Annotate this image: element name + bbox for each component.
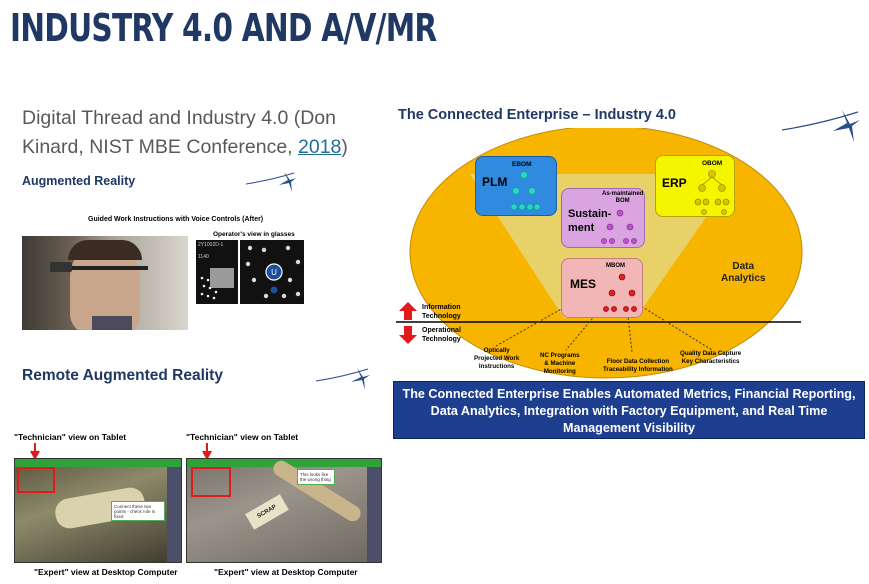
- logo-icon: [316, 368, 370, 390]
- data-analytics-1: Data: [732, 261, 755, 272]
- glasses-view-right: U: [240, 240, 304, 304]
- leaf-3b: Traceability Information: [603, 366, 673, 373]
- erp-box: OBOM ERP: [655, 155, 735, 217]
- plm-box: EBOM PLM: [475, 156, 557, 216]
- plm-label: PLM: [482, 175, 508, 189]
- as-maintained-1: As-maintained: [602, 191, 644, 197]
- enterprise-diagram: [396, 128, 803, 379]
- mbom-label: MBOM: [606, 263, 625, 269]
- leaf-3a: Floor Data Collection: [606, 358, 670, 365]
- note-2: This looks like the wrong thing: [297, 469, 335, 485]
- it-ot-arrows-icon: [399, 302, 417, 344]
- as-maintained-2: BOM: [615, 198, 630, 204]
- operator-photo: [22, 236, 188, 330]
- tech-label-2: "Technician" view on Tablet: [186, 432, 299, 442]
- leaf-2c: Monitoring: [543, 368, 576, 375]
- connected-enterprise-banner: The Connected Enterprise Enables Automat…: [393, 381, 865, 439]
- sustainment-label: Sustain-ment: [568, 207, 611, 235]
- arrow-down-icon: [202, 443, 212, 459]
- expert-label-1: "Expert" view at Desktop Computer: [34, 567, 178, 577]
- glasses-num: 1140: [198, 254, 209, 260]
- leaf-1c: Instructions: [478, 363, 515, 370]
- leaf-4b: Key Characteristics: [681, 358, 740, 365]
- subtitle-text: Digital Thread and Industry 4.0 (Don Kin…: [22, 107, 336, 158]
- diagram-title: The Connected Enterprise – Industry 4.0: [398, 107, 676, 123]
- leaf-1a: Optically: [483, 347, 510, 354]
- tree-icon: [603, 273, 637, 312]
- tree-icon: [510, 171, 540, 211]
- logo-icon: [246, 172, 296, 192]
- subtitle: Digital Thread and Industry 4.0 (Don Kin…: [22, 104, 372, 162]
- leaf-2a: NC Programs: [540, 352, 580, 359]
- mes-box: MBOM MES: [561, 258, 643, 318]
- dot-grid-icon: U: [245, 245, 301, 299]
- ot-2: Technology: [422, 336, 461, 343]
- tablet-toolbar: [15, 459, 181, 467]
- tree-icon: [601, 209, 637, 244]
- arrow-down-icon: [30, 443, 40, 459]
- tablet-sidebar: [367, 467, 381, 562]
- data-analytics-2: Analytics: [721, 273, 766, 284]
- inset-highlight: [17, 467, 55, 493]
- ot-1: Operational: [422, 327, 461, 334]
- erp-label: ERP: [662, 176, 687, 190]
- tablet-view-2: SCRAP This looks like the wrong thing: [186, 458, 382, 563]
- subtitle-end: ): [341, 136, 348, 158]
- sustain-1: Sustain-: [568, 208, 612, 220]
- inset-highlight: [191, 467, 231, 497]
- expert-label-2: "Expert" view at Desktop Computer: [214, 567, 358, 577]
- sustain-2: ment: [568, 222, 595, 234]
- glasses-view-left: 2Y1002D-1 1140: [196, 240, 238, 304]
- logo-icon: [782, 110, 860, 142]
- it-1: Information: [422, 304, 461, 311]
- ar-heading: Augmented Reality: [22, 174, 136, 188]
- glasses-caption: Operator's view in glasses: [213, 231, 295, 238]
- glasses-code: 2Y1002D-1: [198, 242, 224, 248]
- leaf-4a: Quality Data Capture: [680, 350, 742, 357]
- tablet-sidebar: [167, 467, 181, 562]
- ebom-label: EBOM: [512, 161, 532, 168]
- ar-caption: Guided Work Instructions with Voice Cont…: [88, 216, 264, 223]
- leaf-1b: Projected Work: [474, 355, 520, 362]
- tablet-view-1: Connect these two points - check role is…: [14, 458, 182, 563]
- year-link[interactable]: 2018: [298, 136, 342, 158]
- scrap-tag: SCRAP: [245, 494, 289, 530]
- obom-label: OBOM: [702, 160, 723, 167]
- svg-text:U: U: [271, 268, 277, 277]
- it-2: Technology: [422, 313, 461, 320]
- mes-label: MES: [570, 277, 597, 291]
- slide-title: INDUSTRY 4.0 AND A/V/MR: [10, 6, 437, 50]
- tree-icon: [694, 170, 730, 215]
- tech-label-1: "Technician" view on Tablet: [14, 432, 127, 442]
- note-1: Connect these two points - check role is…: [111, 501, 165, 521]
- leaf-2b: & Machine: [544, 360, 576, 367]
- rar-heading: Remote Augmented Reality: [22, 367, 223, 384]
